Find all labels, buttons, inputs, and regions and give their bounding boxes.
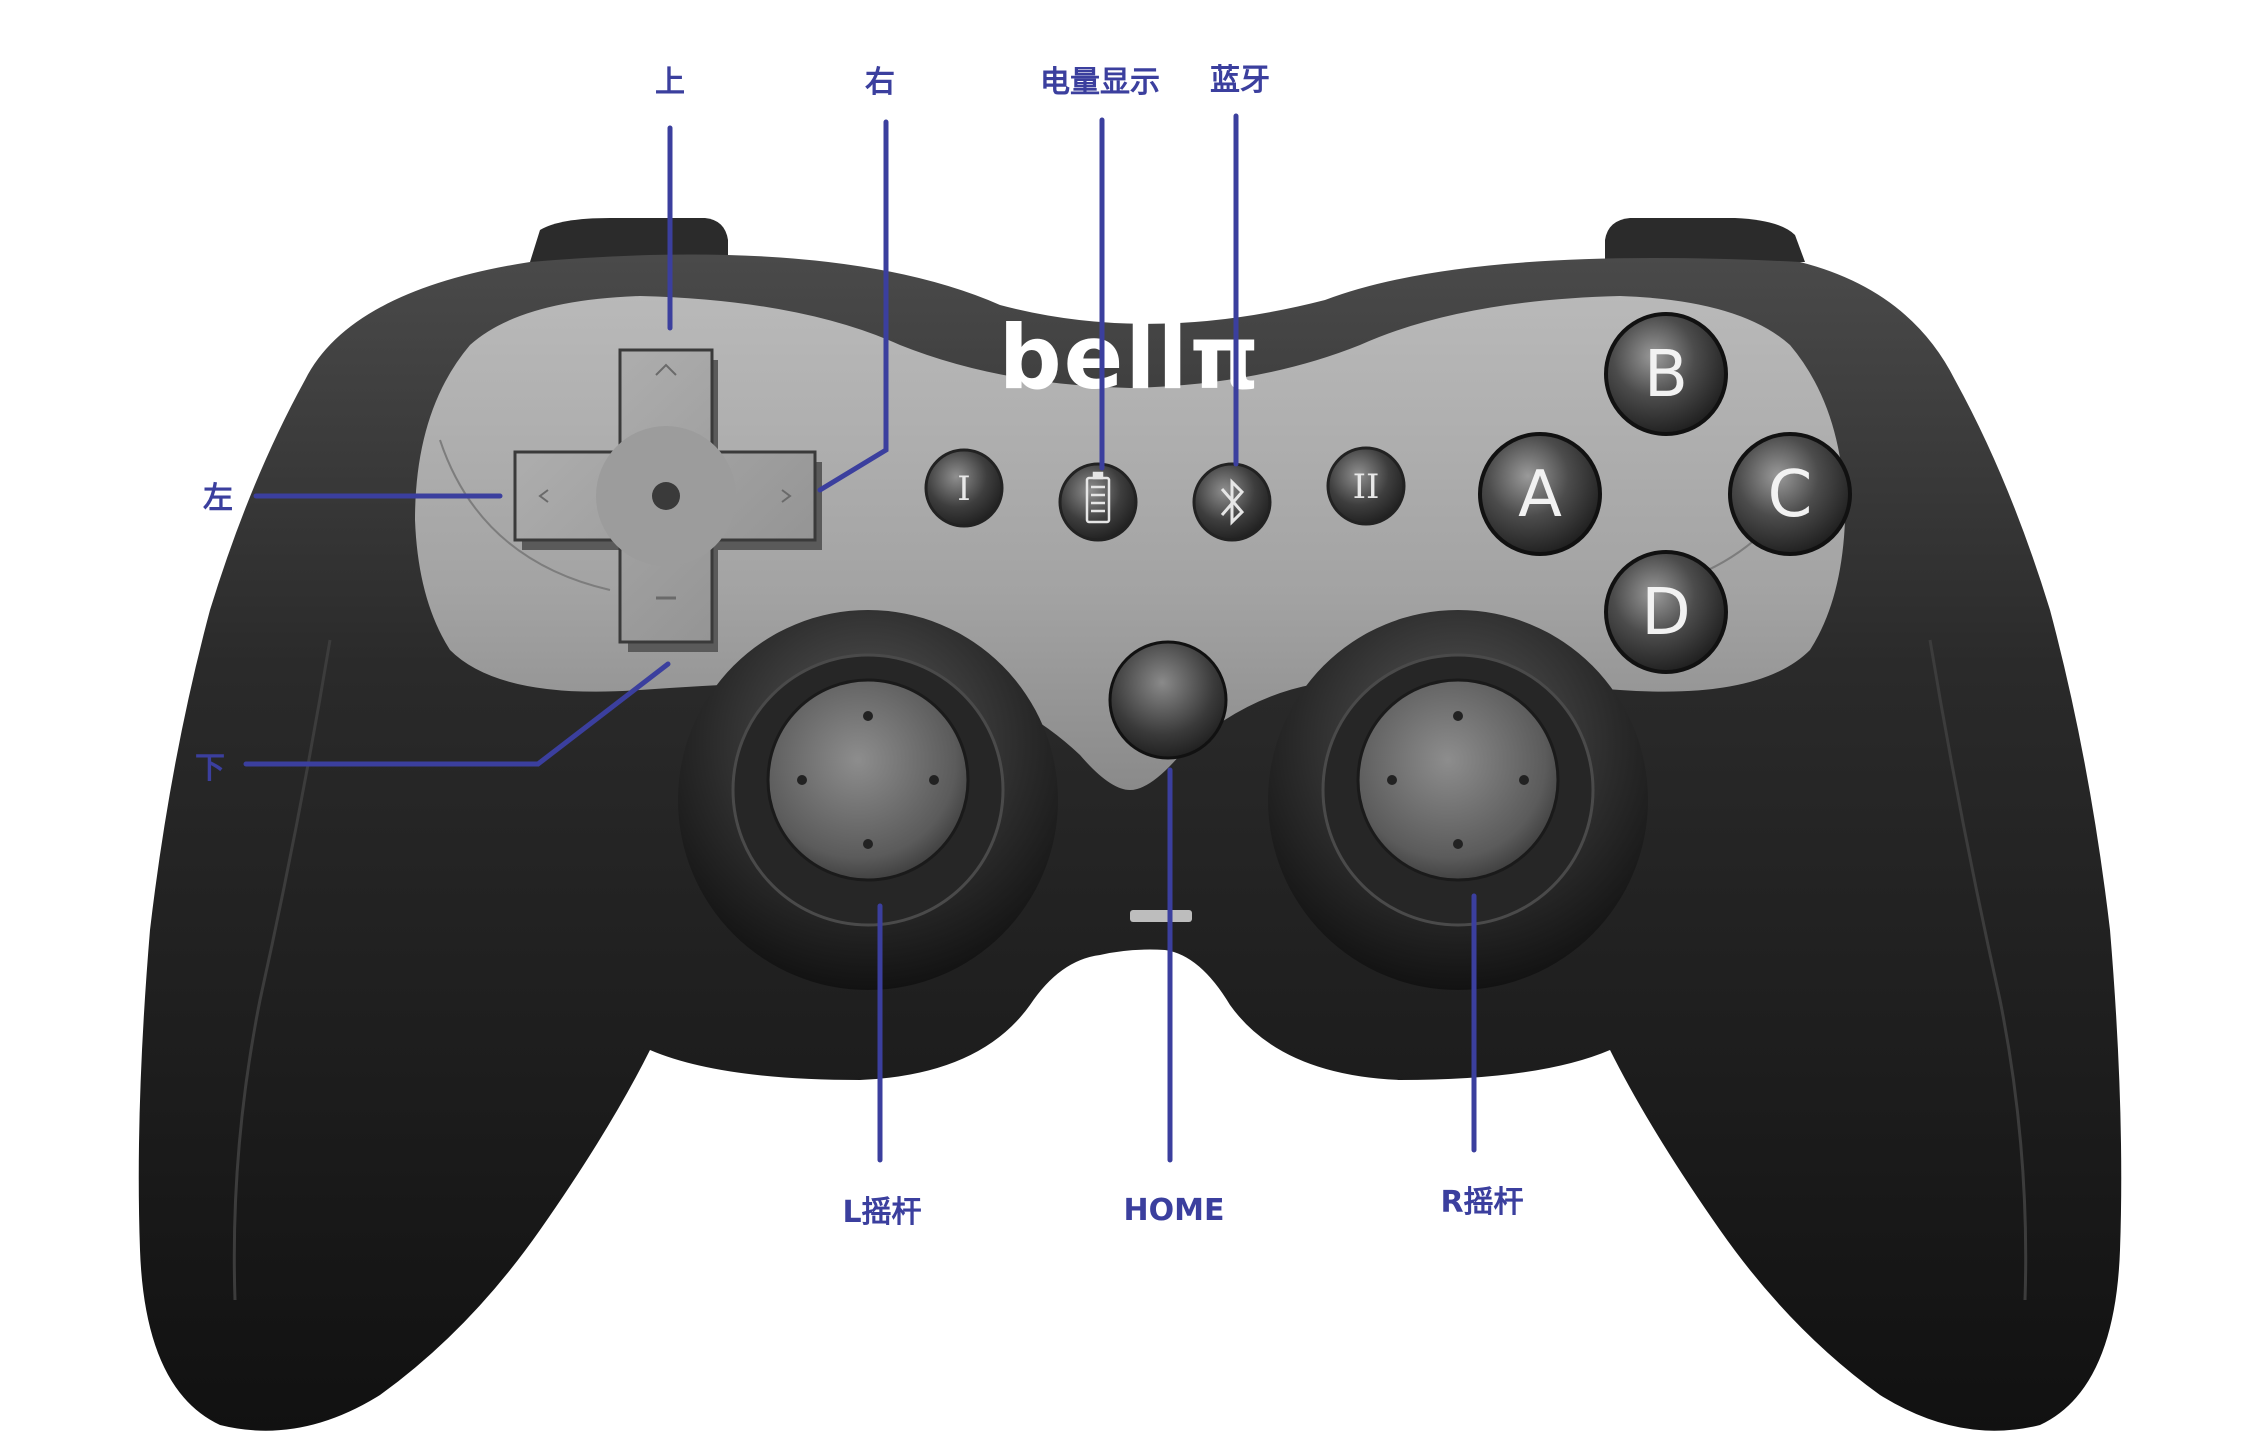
aux-button-left[interactable]: I — [924, 448, 1004, 528]
callout-line-down — [243, 661, 671, 767]
label-battery: 电量显示 — [1040, 65, 1160, 100]
d-pad-left-arrow-icon — [538, 489, 549, 503]
label-l-stick: L摇杆 — [842, 1195, 921, 1230]
right-grip-contour — [1928, 639, 2028, 1301]
callout-labels: 上 右 电量显示 蓝牙 左 下 L摇杆 HOME R摇杆 — [195, 63, 1524, 1230]
brand-logo: bellπ — [999, 306, 1262, 409]
face-plate-contour — [439, 439, 611, 591]
face-button-a[interactable]: A — [1478, 432, 1602, 556]
face-button-c-label: C — [1768, 458, 1813, 532]
d-pad-right-arrow-icon — [781, 489, 792, 503]
left-shoulder-bumper — [530, 218, 728, 262]
aux-button-right[interactable]: II — [1326, 446, 1406, 526]
label-home: HOME — [1124, 1193, 1225, 1228]
right-analog-stick[interactable] — [1268, 610, 1648, 990]
aux-button-right-label: II — [1353, 467, 1380, 507]
aux-button-left-label: I — [957, 469, 970, 509]
bluetooth-icon — [1220, 478, 1245, 526]
left-stick-cap[interactable] — [766, 678, 970, 882]
battery-button[interactable] — [1058, 462, 1138, 542]
callout-line-right — [817, 119, 889, 493]
face-button-c[interactable]: C — [1728, 432, 1852, 556]
label-down: 下 — [195, 751, 225, 786]
home-button[interactable] — [1108, 640, 1228, 760]
battery-icon — [1085, 471, 1111, 524]
face-button-b-label: B — [1644, 338, 1688, 412]
left-grip-contour — [232, 639, 332, 1301]
d-pad[interactable] — [513, 348, 822, 652]
charging-port — [1130, 910, 1192, 922]
label-bluetooth: 蓝牙 — [1210, 63, 1270, 98]
face-button-d-label: D — [1641, 576, 1690, 650]
d-pad-center-dot — [652, 482, 680, 510]
bluetooth-button[interactable] — [1192, 462, 1272, 542]
callout-lines — [243, 113, 1477, 1163]
label-r-stick: R摇杆 — [1440, 1185, 1523, 1220]
left-analog-stick[interactable] — [678, 610, 1058, 990]
face-button-b[interactable]: B — [1604, 312, 1728, 436]
label-right: 右 — [865, 65, 895, 100]
right-shoulder-bumper — [1605, 218, 1805, 262]
d-pad-up-arrow-icon — [655, 363, 677, 376]
label-up: 上 — [655, 65, 685, 100]
label-left: 左 — [203, 481, 233, 516]
face-button-d[interactable]: D — [1604, 550, 1728, 674]
right-stick-cap[interactable] — [1356, 678, 1560, 882]
face-button-a-label: A — [1518, 458, 1562, 532]
